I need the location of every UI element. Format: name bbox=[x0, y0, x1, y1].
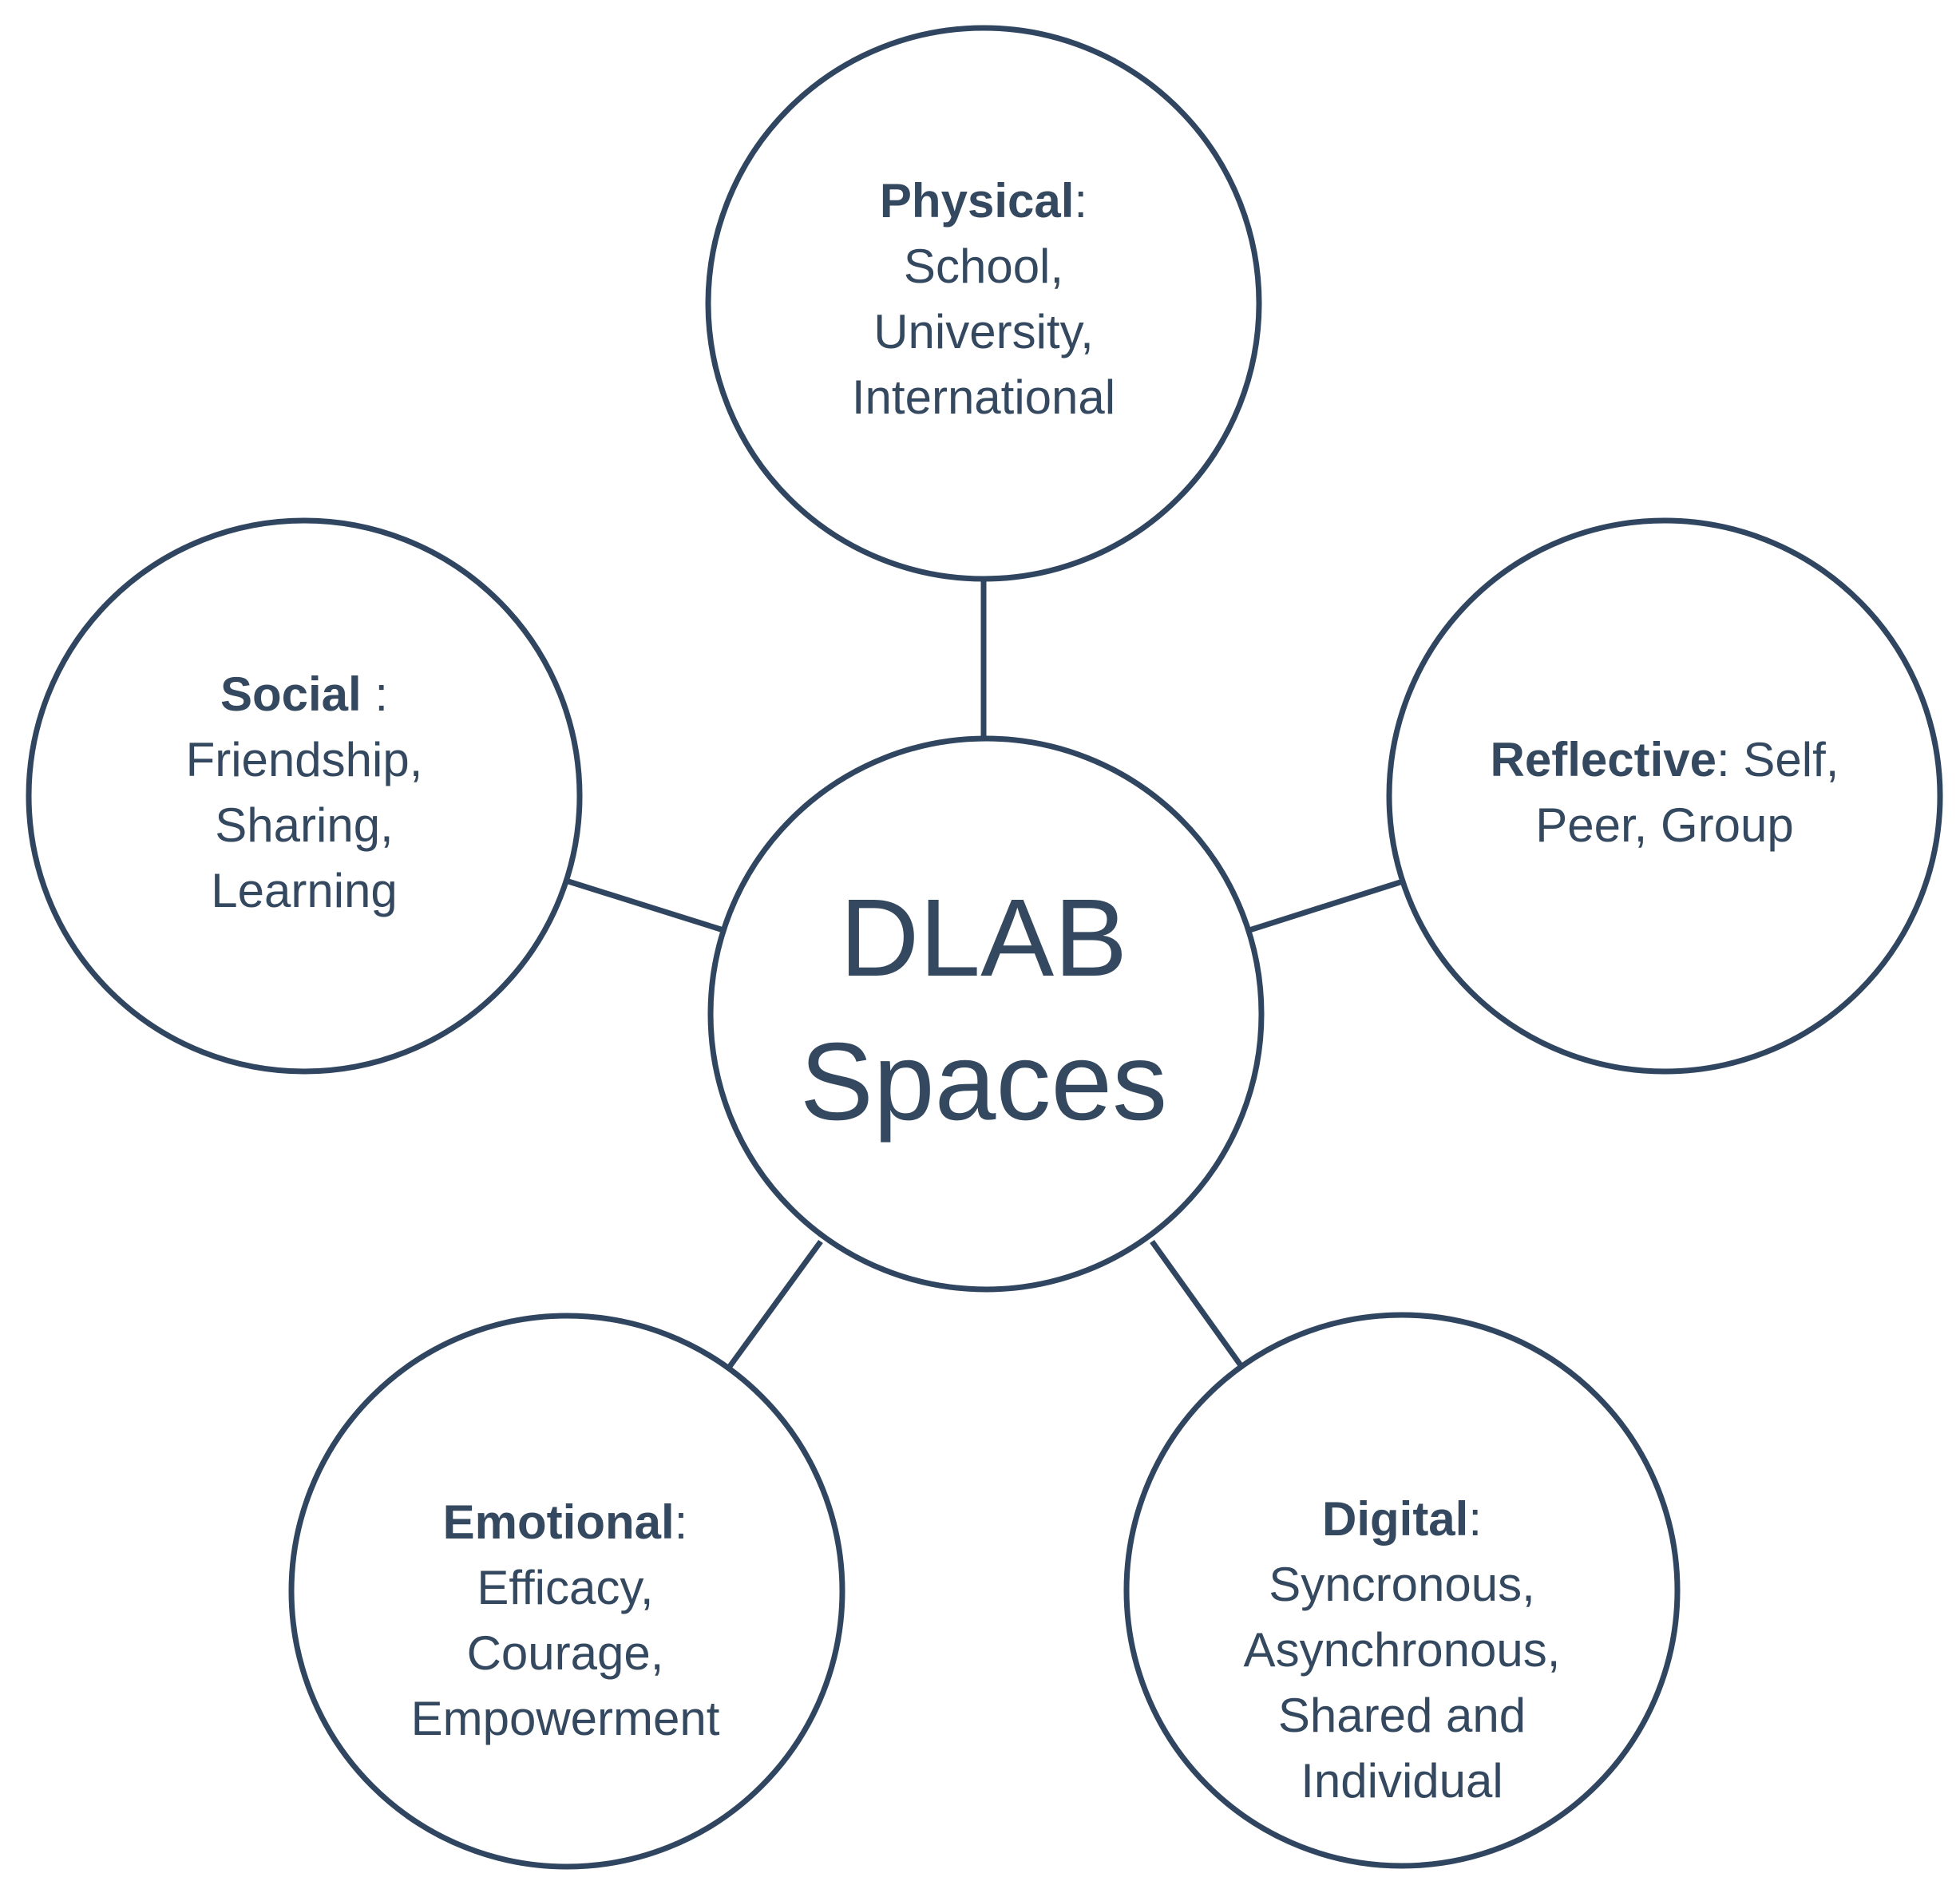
physical-circle bbox=[705, 25, 1262, 582]
emotional-circle bbox=[288, 1313, 845, 1870]
reflective-title: Reflective bbox=[1490, 733, 1717, 786]
emotional-line-2: Courage, bbox=[466, 1626, 664, 1680]
social-separator: : bbox=[361, 667, 389, 721]
reflective-inline-rest: : Self, bbox=[1716, 733, 1839, 786]
social-label: Social : Friendship, Sharing, Learning bbox=[186, 662, 423, 924]
reflective-label: Reflective: Self, Peer, Group bbox=[1491, 727, 1839, 858]
digital-line-1: Syncronous, bbox=[1269, 1558, 1535, 1611]
emotional-heading: Emotional: bbox=[411, 1490, 720, 1555]
digital-separator: : bbox=[1468, 1492, 1483, 1546]
center-label: DLAB Spaces bbox=[800, 866, 1167, 1154]
reflective-heading: Reflective: Self, bbox=[1491, 727, 1839, 793]
connector-social bbox=[567, 878, 725, 933]
emotional-separator: : bbox=[674, 1495, 688, 1549]
physical-heading: Physical: bbox=[852, 168, 1115, 234]
connector-reflective bbox=[1248, 878, 1404, 933]
digital-line-4: Individual bbox=[1301, 1754, 1503, 1808]
digital-title: Digital bbox=[1321, 1492, 1469, 1546]
social-heading: Social : bbox=[186, 662, 423, 727]
reflective-circle bbox=[1386, 517, 1943, 1075]
digital-heading: Digital: bbox=[1244, 1487, 1561, 1552]
center-label-line2: Spaces bbox=[799, 1020, 1168, 1143]
social-line-1: Friendship, bbox=[185, 733, 423, 786]
emotional-label: Emotional: Efficacy, Courage, Empowermen… bbox=[411, 1490, 720, 1752]
physical-separator: : bbox=[1074, 174, 1088, 228]
connector-emotional bbox=[724, 1239, 823, 1373]
emotional-line-1: Efficacy, bbox=[477, 1561, 654, 1614]
emotional-line-3: Empowerment bbox=[410, 1692, 720, 1745]
reflective-line-1: Peer, Group bbox=[1535, 798, 1794, 852]
digital-line-3: Shared and bbox=[1277, 1689, 1526, 1742]
center-label-line1: DLAB bbox=[839, 877, 1128, 1000]
social-circle bbox=[26, 517, 583, 1075]
emotional-title: Emotional bbox=[442, 1495, 675, 1549]
physical-line-1: School, bbox=[903, 240, 1064, 293]
social-line-3: Learning bbox=[211, 864, 398, 917]
physical-title: Physical bbox=[879, 174, 1075, 228]
physical-label: Physical: School, University, Internatio… bbox=[852, 168, 1115, 430]
digital-label: Digital: Syncronous, Asynchronous, Share… bbox=[1244, 1487, 1561, 1814]
center-circle bbox=[707, 735, 1265, 1293]
digital-line-2: Asynchronous, bbox=[1243, 1623, 1561, 1677]
digital-circle bbox=[1123, 1312, 1681, 1869]
social-line-2: Sharing, bbox=[215, 798, 394, 852]
physical-line-2: University, bbox=[873, 305, 1094, 358]
physical-line-3: International bbox=[851, 370, 1116, 424]
social-title: Social bbox=[220, 667, 362, 721]
connector-digital bbox=[1150, 1239, 1247, 1373]
